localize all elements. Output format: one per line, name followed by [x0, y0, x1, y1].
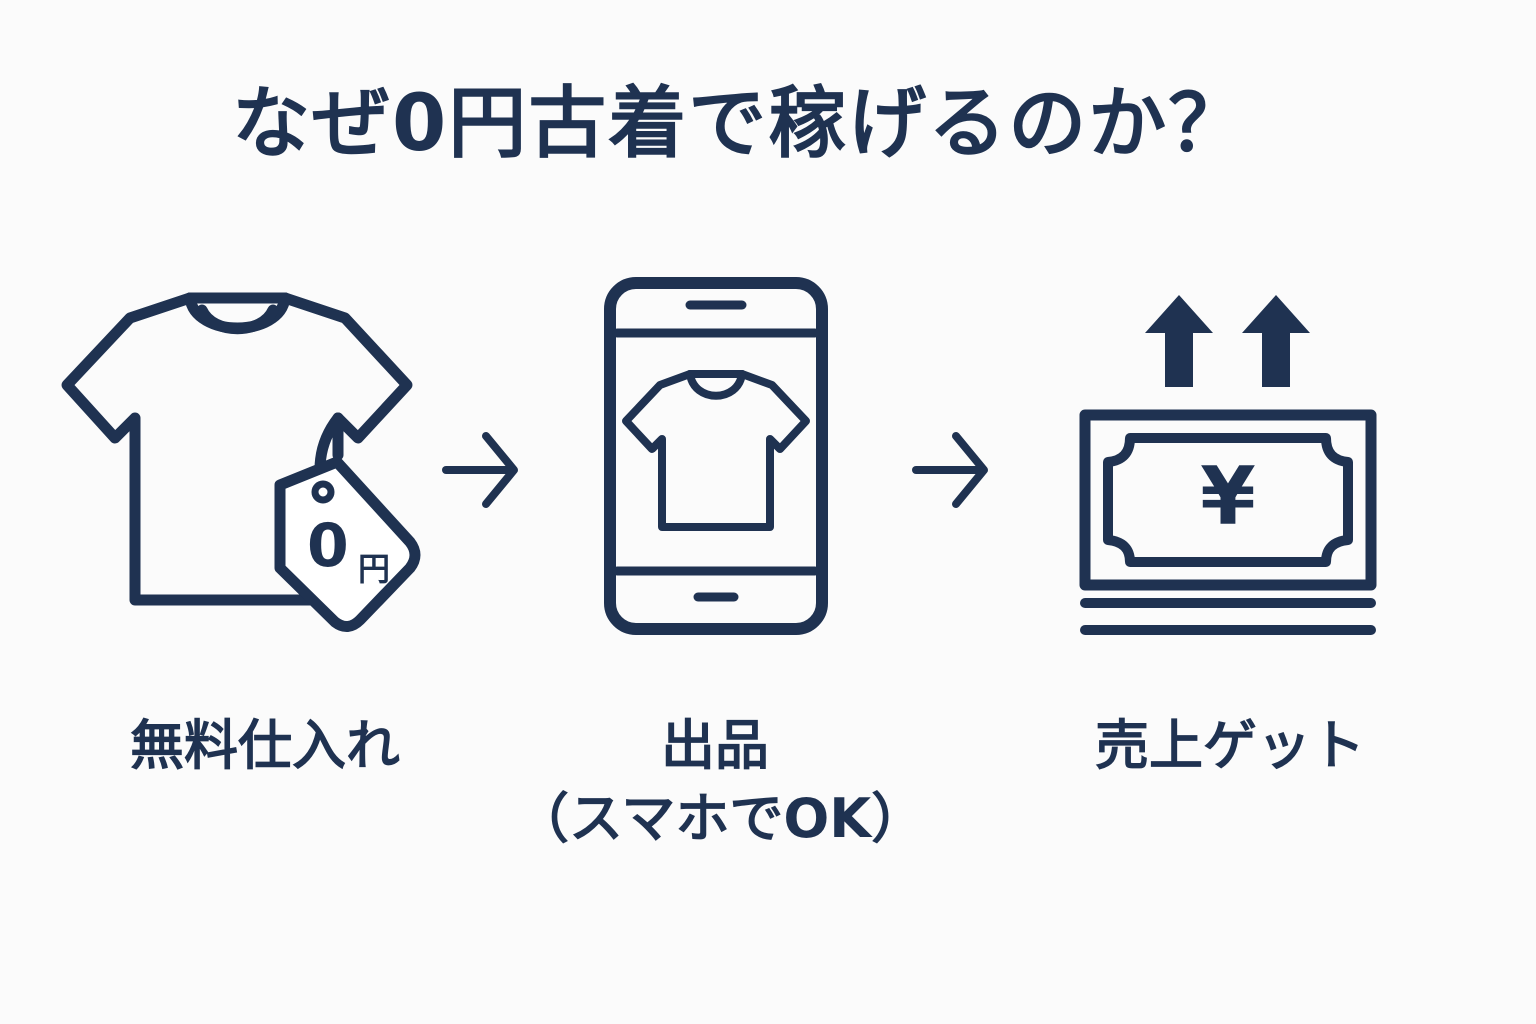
price-tag-amount: 0	[307, 511, 349, 581]
arrow-right-icon	[442, 432, 518, 508]
step-label-listing-text: 出品	[661, 714, 769, 777]
step-label-listing-sub: （スマホでOK）	[515, 786, 926, 850]
page-title: なぜ0円古着で稼げるのか？	[232, 79, 1249, 169]
yen-banknote-stack-icon	[1079, 409, 1377, 635]
step-label-sales: 売上ゲット	[1060, 710, 1400, 783]
arrow-right-icon	[912, 432, 988, 508]
step-label-listing: 出品 （スマホでOK）	[515, 710, 926, 856]
smartphone-listing-icon	[604, 277, 828, 635]
price-tag-unit: 円	[358, 550, 391, 588]
tshirt-price-tag-icon	[61, 292, 421, 632]
arrow-up-icon	[1242, 295, 1310, 387]
step-label-purchase-text: 無料仕入れ	[130, 714, 400, 777]
step-label-purchase: 無料仕入れ	[85, 710, 445, 783]
price-tag	[274, 456, 421, 632]
arrow-up-icon	[1145, 295, 1213, 387]
yen-symbol: ¥	[1200, 450, 1256, 543]
step-label-sales-text: 売上ゲット	[1095, 714, 1365, 777]
